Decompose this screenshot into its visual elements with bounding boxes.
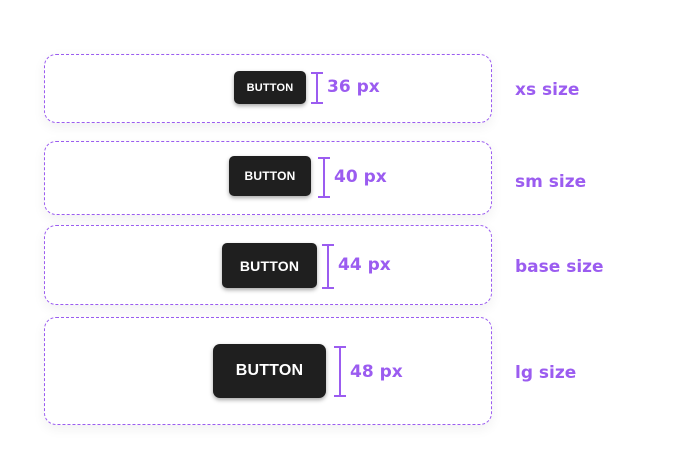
xs-button[interactable]: BUTTON [234, 71, 306, 104]
xs-size-label: xs size [515, 80, 580, 100]
base-size-label: base size [515, 257, 604, 277]
lg-size-label: lg size [515, 363, 577, 383]
sm-size-label: sm size [515, 172, 587, 192]
xs-height-label: 36 px [327, 77, 380, 97]
lg-button[interactable]: BUTTON [213, 344, 326, 398]
sm-height-label: 40 px [334, 167, 387, 187]
sm-button[interactable]: BUTTON [229, 156, 311, 196]
base-button[interactable]: BUTTON [222, 243, 317, 288]
sm-height-indicator [318, 157, 330, 198]
xs-height-indicator [311, 72, 323, 104]
base-height-label: 44 px [338, 255, 391, 275]
base-height-indicator [322, 244, 334, 289]
lg-height-label: 48 px [350, 362, 403, 382]
lg-height-indicator [334, 346, 346, 397]
